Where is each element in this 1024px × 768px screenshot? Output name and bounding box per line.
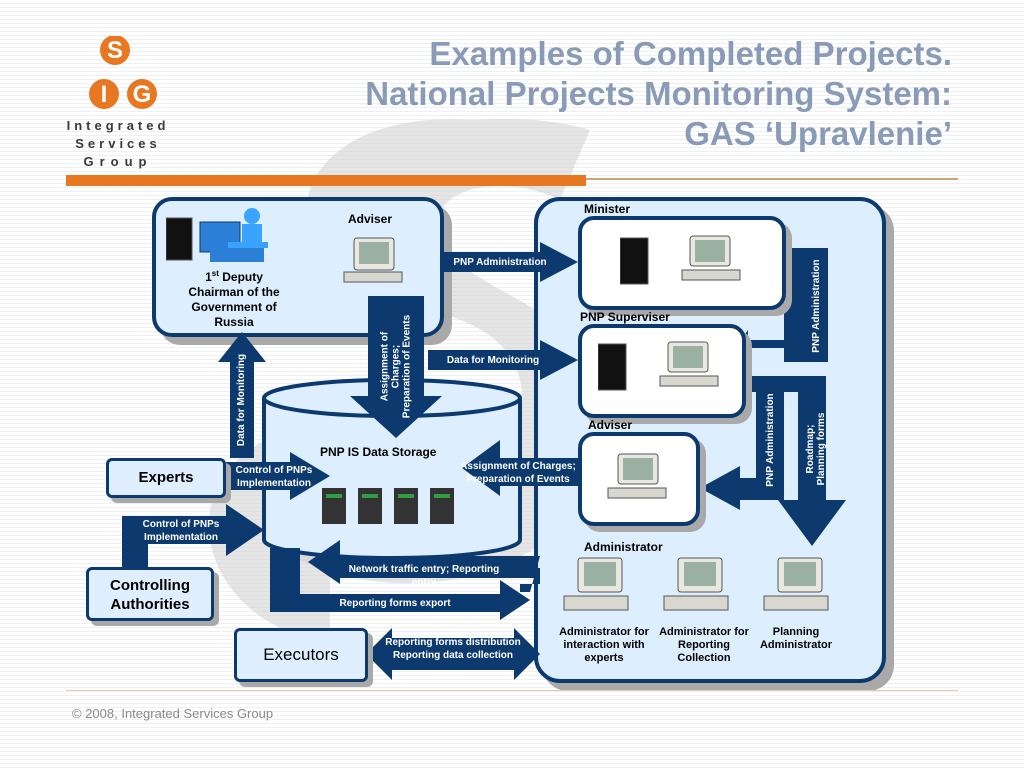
logo-line-services: Services xyxy=(75,136,161,151)
network-traffic-line-2: entry xyxy=(411,577,437,588)
label-control-experts: Control of PNPs Implementation xyxy=(224,464,324,490)
roadmap-line-1: Roadmap; xyxy=(805,424,816,474)
assignment-down-line-2: Charges; xyxy=(390,344,402,389)
label-pnp-admin-mid: PNP Administration xyxy=(765,393,776,487)
footer-copyright: © 2008, Integrated Services Group xyxy=(72,706,274,721)
arrow-data-monitoring-up xyxy=(218,332,266,458)
admin-experts-line-1: Administrator for xyxy=(559,626,649,638)
label-network-traffic: Network traffic entry; Reporting entry xyxy=(334,563,514,589)
admin-experts-line-2: interaction with xyxy=(563,639,645,651)
title-line-2: National Projects Monitoring System: xyxy=(365,75,952,112)
label-assignment-left: Assignment of Charges; Preparation of Ev… xyxy=(452,460,584,486)
control-experts-line-1: Control of PNPs xyxy=(235,465,313,476)
arrow-assignment-down xyxy=(350,296,442,438)
arrow-pnp-administration-top xyxy=(440,242,578,282)
minister-box[interactable] xyxy=(578,216,786,310)
right-adviser-label: Adviser xyxy=(588,418,633,432)
logo-line-integrated: Integrated xyxy=(66,118,170,133)
assignment-down-line-3: Preparation of Events xyxy=(401,314,413,419)
arrow-assignment-left xyxy=(462,440,580,496)
control-authorities-line-1: Control of PNPs xyxy=(142,519,220,530)
deputy-ordinal-suffix: st xyxy=(211,269,219,278)
label-pnp-admin-right: PNP Administration xyxy=(811,259,822,353)
label-reporting-distribution: Reporting forms distribution Reporting d… xyxy=(372,636,534,662)
assignment-down-line-1: Assignment of xyxy=(379,331,391,402)
sig-logo-mark: S I G xyxy=(89,36,157,109)
deputy-adviser-label: Adviser xyxy=(348,212,393,226)
arrow-pnp-admin-mid xyxy=(700,378,784,510)
admin-experts-line-3: experts xyxy=(584,652,624,664)
supervisor-workstation-icon xyxy=(598,341,719,391)
label-reporting-export: Reporting forms export xyxy=(339,598,451,609)
arrow-control-authorities xyxy=(122,504,264,588)
assignment-left-line-2: Preparation of Events xyxy=(466,474,570,485)
reporting-distribution-line-2: Reporting data collection xyxy=(392,650,513,661)
label-control-authorities: Control of PNPs Implementation xyxy=(126,518,236,544)
deputy-line-3: Government of xyxy=(191,300,277,314)
admin-planning-line-2: Administrator xyxy=(759,639,833,651)
experts-box[interactable]: Experts xyxy=(106,458,226,498)
logo-letter-s: S xyxy=(107,37,123,64)
label-data-monitoring-up: Data for Monitoring xyxy=(236,353,247,447)
assignment-left-line-1: Assignment of Charges; xyxy=(460,461,576,472)
administrator-label: Administrator xyxy=(584,540,663,554)
page-title: Examples of Completed Projects. National… xyxy=(365,34,952,154)
deputy-line-1: Deputy xyxy=(218,270,263,284)
controlling-line-2: Authorities xyxy=(110,596,190,613)
deputy-line-4: Russia xyxy=(214,315,254,329)
admin-reporting-line-3: Collection xyxy=(677,652,731,664)
reporting-distribution-line-1: Reporting forms distribution xyxy=(385,637,521,648)
control-authorities-line-2: Implementation xyxy=(144,532,218,543)
arrow-reporting-export xyxy=(270,548,530,620)
label-assignment-down: Assignment of Charges; Preparation of Ev… xyxy=(380,303,413,431)
admin-experts-label: Administrator for interaction with exper… xyxy=(552,626,656,665)
supervisor-label: PNP Superviser xyxy=(580,310,670,324)
storage-label: PNP IS Data Storage xyxy=(320,445,437,459)
right-adviser-computer-icon xyxy=(607,453,667,499)
administrator-computer-icons xyxy=(563,557,829,611)
server-rack-icons xyxy=(322,488,454,524)
label-pnp-administration-top: PNP Administration xyxy=(453,257,547,268)
deputy-line-2: Chairman of the xyxy=(188,285,280,299)
admin-reporting-label: Administrator for Reporting Collection xyxy=(652,626,756,665)
admin-planning-line-1: Planning xyxy=(772,626,820,638)
title-rule xyxy=(586,178,958,180)
controlling-authorities-box[interactable]: Controlling Authorities xyxy=(86,567,214,621)
logo-letter-g: G xyxy=(133,81,152,108)
title-line-1: Examples of Completed Projects. xyxy=(429,35,952,72)
arrow-data-monitoring-right xyxy=(428,340,578,380)
control-experts-line-2: Implementation xyxy=(237,478,311,489)
network-traffic-line-1: Network traffic entry; Reporting xyxy=(348,564,500,575)
title-line-3: GAS ‘Upravlenie’ xyxy=(684,115,952,152)
deputy-title: 1st Deputy Chairman of the Government of… xyxy=(178,266,290,330)
roadmap-line-2: Planning forms xyxy=(816,412,827,486)
deputy-workstation-icon xyxy=(166,208,268,262)
admin-reporting-line-2: Reporting xyxy=(678,639,730,651)
admin-planning-label: Planning Administrator xyxy=(748,626,844,652)
executors-box[interactable]: Executors xyxy=(234,628,368,682)
footer-rule xyxy=(66,690,958,691)
logo-line-group: Group xyxy=(83,154,153,169)
minister-workstation-icon xyxy=(620,235,741,285)
orange-rule xyxy=(66,175,586,186)
admin-reporting-line-1: Administrator for xyxy=(659,626,749,638)
label-roadmap: Roadmap; Planning forms xyxy=(805,401,827,497)
arrow-roadmap xyxy=(740,376,846,546)
deputy-ordinal: 1 xyxy=(205,270,212,284)
adviser-computer-icon xyxy=(343,237,403,283)
arrow-control-experts xyxy=(226,452,330,500)
label-data-monitoring-right: Data for Monitoring xyxy=(446,355,540,366)
controlling-line-1: Controlling xyxy=(110,577,190,594)
minister-label: Minister xyxy=(584,202,631,216)
logo-letter-i: I xyxy=(101,81,108,108)
arrow-reporting-distribution xyxy=(366,628,540,680)
